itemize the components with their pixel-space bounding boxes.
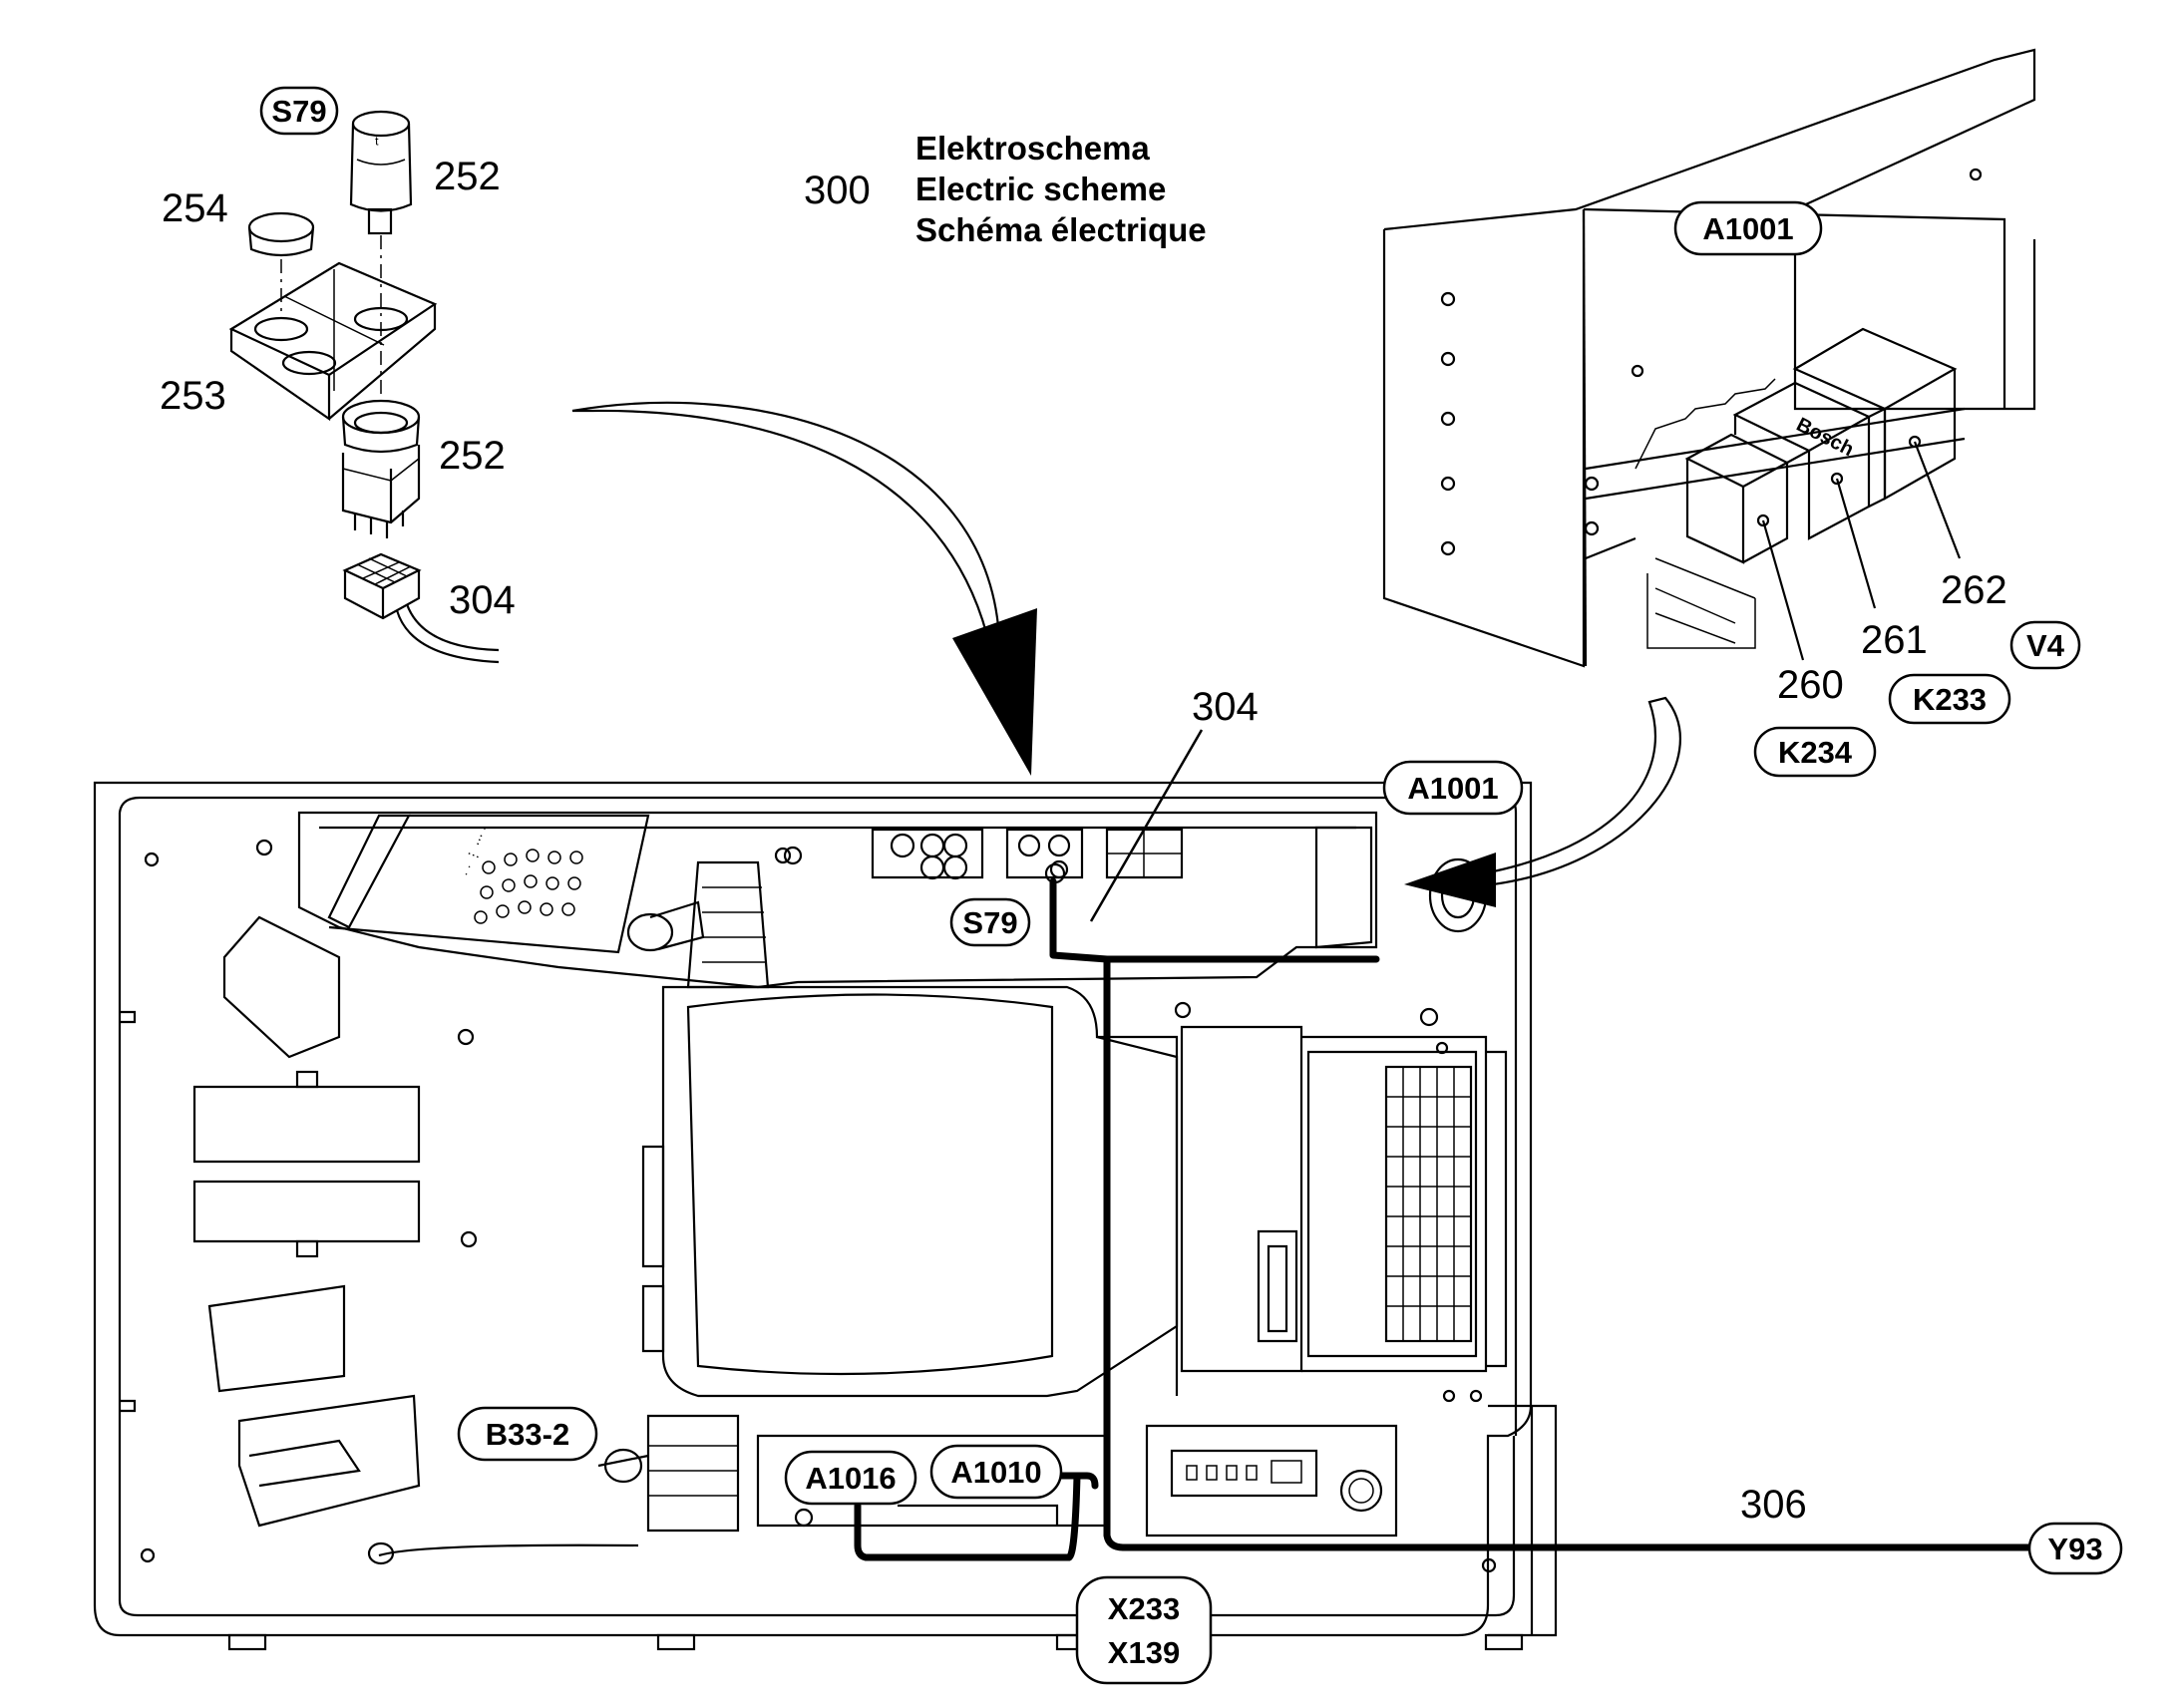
svg-text:ᵗ: ᵗ: [375, 134, 379, 154]
radio-unit: [1145, 1424, 1398, 1537]
part-304-connector: 304: [449, 578, 516, 622]
switch-panel-s79: [1005, 828, 1084, 879]
part-306: 306: [1740, 1483, 1807, 1527]
tag-s79-cab: S79: [949, 897, 1031, 947]
tag-b33-2: B33-2: [457, 1406, 598, 1462]
joystick-upper: [626, 860, 770, 989]
switch-plate: [228, 261, 438, 422]
switch-exploded-view: S79 ᵗ: [160, 86, 516, 664]
tag-x139: X139: [1108, 1635, 1180, 1670]
svg-text:Y93: Y93: [2047, 1532, 2102, 1566]
blind-plug: [247, 211, 315, 257]
wiring-harness: [854, 729, 2033, 1561]
svg-text:S79: S79: [271, 94, 326, 129]
part-253: 253: [160, 374, 226, 418]
svg-text:· · ⋮ ⋯ ·: · · ⋮ ⋯ ·: [458, 824, 492, 878]
part-252-lower: 252: [439, 434, 506, 478]
svg-text:A1016: A1016: [805, 1461, 896, 1496]
tag-a1001-relay: A1001: [1673, 200, 1823, 256]
relay-v4: [1792, 327, 1958, 508]
part-254: 254: [162, 186, 228, 230]
tag-x233: X233: [1108, 1591, 1180, 1626]
heading-line-french: Schéma électrique: [915, 211, 1207, 248]
tag-x233-x139: X233 X139: [1075, 1575, 1213, 1685]
relay-k234: [1684, 433, 1790, 564]
left-cushion-upper: [192, 1070, 421, 1164]
left-cushion-lower: [192, 1180, 421, 1258]
part-304-harness: 304: [1192, 685, 1259, 729]
part-252-upper: 252: [434, 155, 501, 198]
console-keypad: [474, 849, 583, 924]
svg-text:A1001: A1001: [1702, 211, 1793, 246]
svg-text:A1010: A1010: [950, 1455, 1041, 1490]
svg-text:K234: K234: [1778, 735, 1853, 770]
tag-y93: Y93: [2027, 1522, 2123, 1575]
heading-line-english: Electric scheme: [915, 171, 1166, 207]
heater-unit: [1180, 1007, 1508, 1403]
switch-connector: [342, 552, 500, 664]
tag-v4: V4: [2009, 620, 2081, 670]
switch-body: [341, 399, 421, 538]
heading-line-german: Elektroschema: [915, 130, 1150, 167]
operator-seat: [641, 985, 1179, 1398]
svg-text:V4: V4: [2026, 628, 2065, 663]
relay-k233: Bosch: [1732, 381, 1872, 540]
heading-ref-number: 300: [804, 169, 871, 212]
tag-k233: K233: [1888, 673, 2011, 725]
switch-knob-cap: ᵗ: [349, 110, 413, 235]
cab-floor-assembly: · · ⋮ ⋯ ·: [93, 685, 2123, 1685]
svg-text:K233: K233: [1913, 682, 1987, 717]
svg-text:S79: S79: [962, 905, 1017, 940]
svg-text:B33-2: B33-2: [486, 1417, 569, 1452]
pointer-arrow-left: [571, 401, 1037, 776]
joystick-lower: [597, 1414, 814, 1533]
heading: 300 Elektroschema Electric scheme Schéma…: [804, 130, 1207, 248]
relay-box: Bosch A1001 262 261 260 V4 K233: [1382, 48, 2081, 778]
tag-a1016: A1016: [784, 1450, 917, 1506]
tag-a1001-cab: A1001: [1382, 760, 1524, 816]
tag-k234: K234: [1753, 726, 1877, 778]
switch-panel-3hole: [871, 828, 984, 880]
part-260: 260: [1777, 663, 1844, 707]
switch-panel-right: [1105, 828, 1184, 879]
part-261: 261: [1861, 618, 1928, 662]
tag-s79-top: S79: [259, 86, 339, 136]
tag-a1010: A1010: [929, 1444, 1063, 1500]
svg-text:A1001: A1001: [1407, 771, 1498, 806]
part-262: 262: [1941, 568, 2007, 612]
